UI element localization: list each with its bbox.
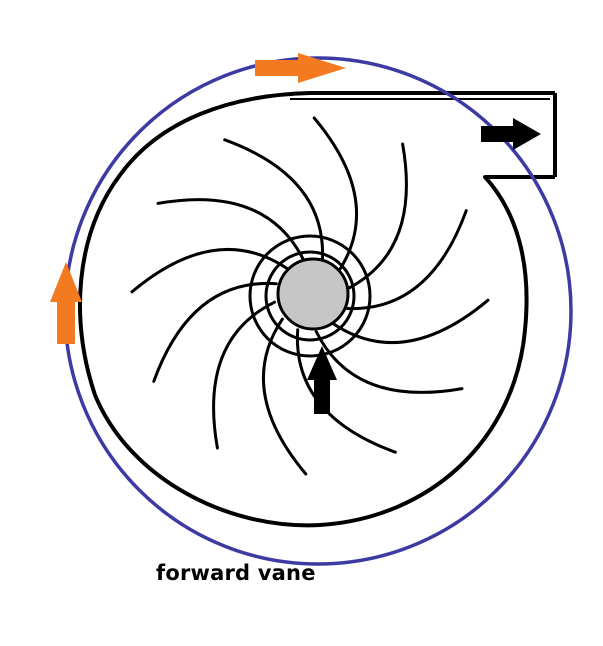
impeller-blade: [212, 300, 276, 450]
outlet-flow-arrow: [481, 118, 541, 150]
impeller-blade: [223, 138, 325, 264]
impeller-blade: [312, 116, 358, 275]
impeller-inner-ring: [264, 250, 356, 342]
impeller-blade: [314, 330, 464, 394]
impeller-blade: [262, 317, 308, 476]
diagram-caption: forward vane: [156, 561, 316, 585]
impeller-hub: [276, 257, 350, 331]
impeller-outer-ring: [248, 234, 372, 358]
impeller-blade: [344, 142, 408, 292]
rotation-arrow-left: [50, 262, 82, 344]
impeller-blade: [295, 328, 397, 454]
impeller-blade: [331, 298, 490, 344]
volute-casing: [78, 91, 555, 528]
inlet-flow-arrow: [307, 346, 337, 414]
impeller-blades: [130, 116, 490, 476]
impeller-blade: [156, 198, 306, 262]
impeller-blade: [152, 281, 278, 383]
impeller-blade: [342, 209, 468, 311]
rotation-arrow-top: [255, 53, 346, 83]
impeller-blade: [130, 248, 289, 294]
